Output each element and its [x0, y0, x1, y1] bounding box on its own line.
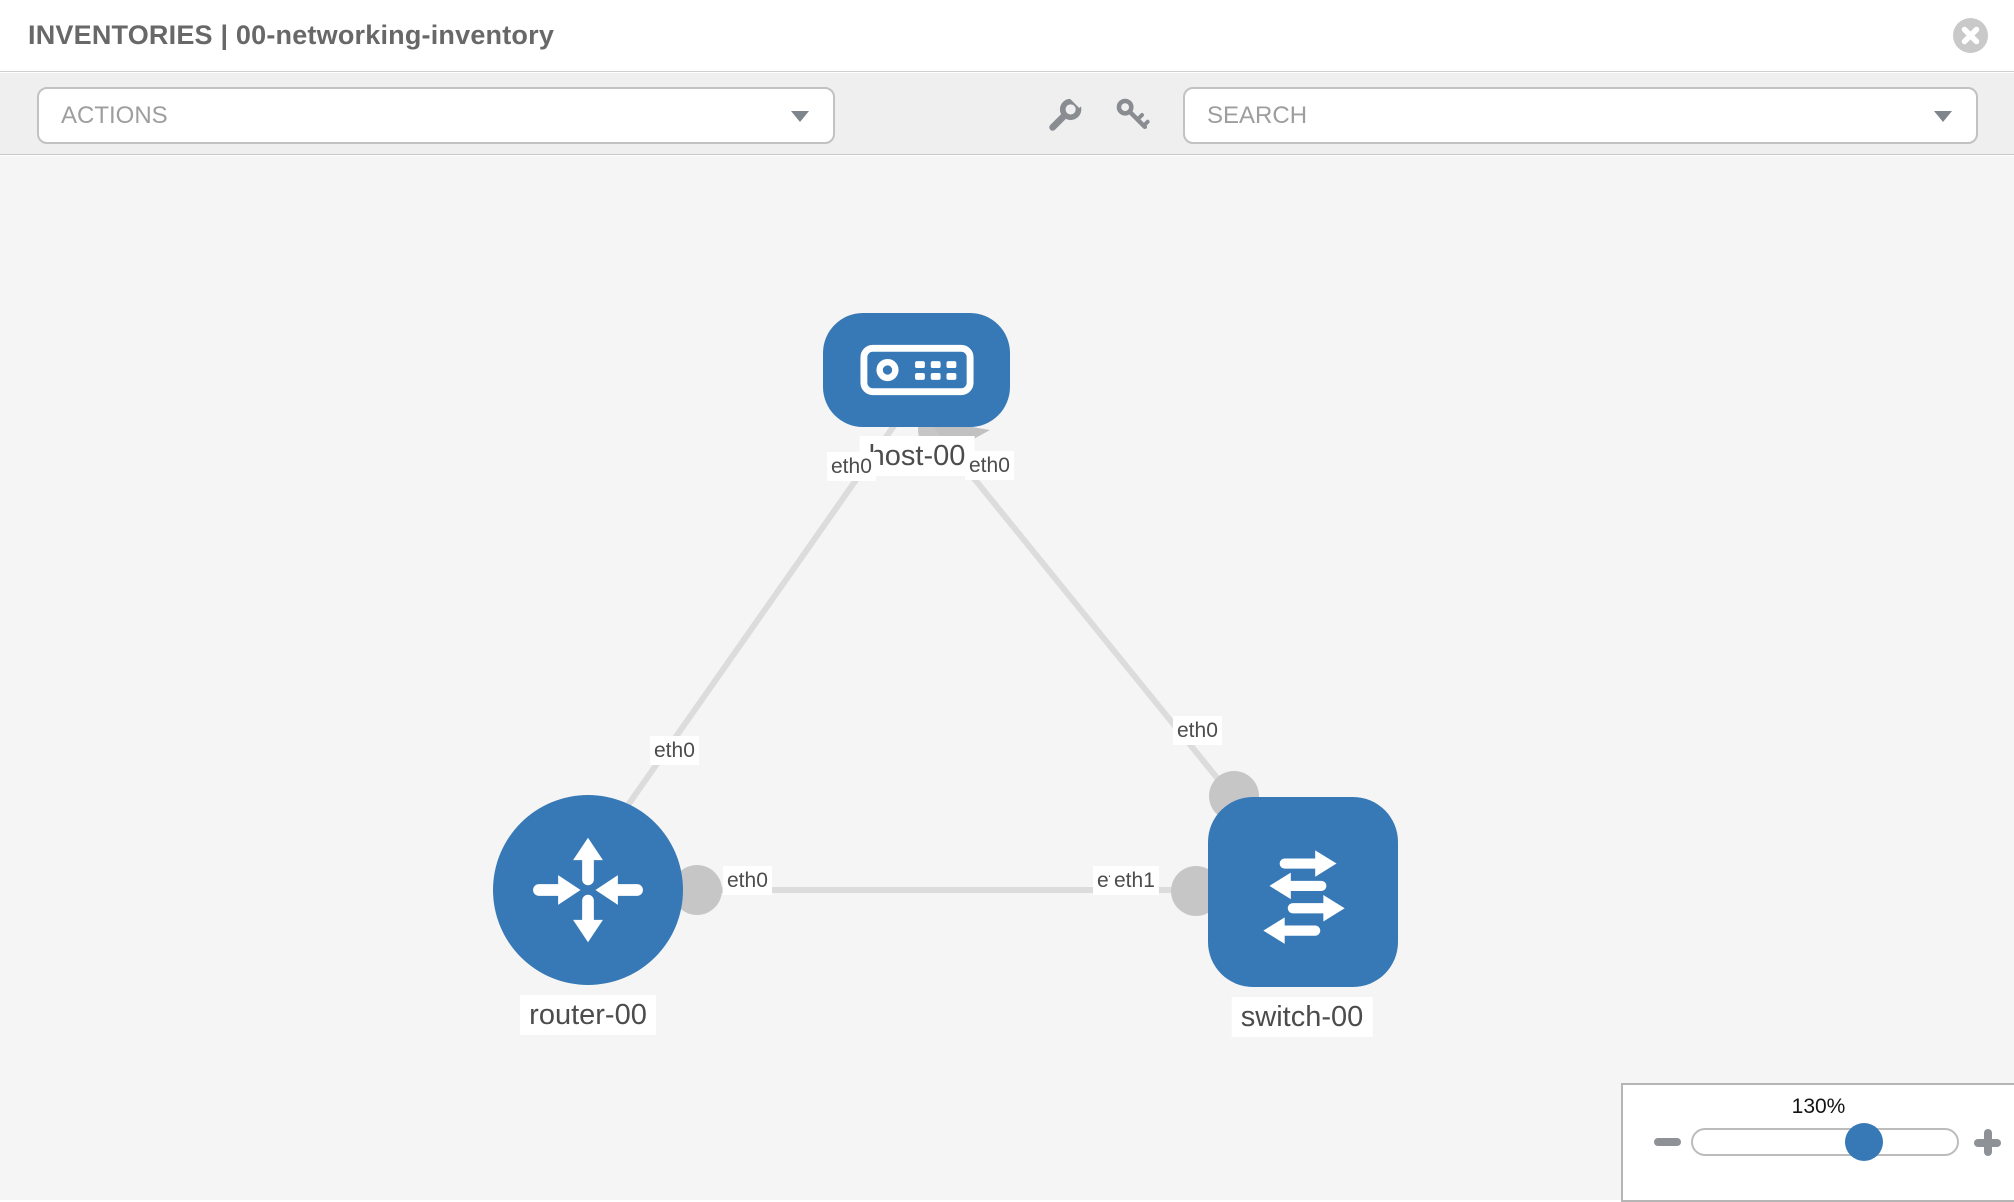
interface-label-host-eth0-left: eth0 [827, 452, 876, 482]
search-dropdown-label: SEARCH [1207, 101, 1308, 129]
interface-label-router-eth0-top: eth0 [650, 736, 699, 766]
actions-dropdown[interactable]: ACTIONS [37, 87, 835, 144]
zoom-slider-track[interactable] [1691, 1128, 1959, 1156]
interface-label-host-eth0-right: eth0 [965, 451, 1014, 481]
zoom-slider-knob[interactable] [1845, 1123, 1883, 1161]
interface-label-router-eth0-right: eth0 [723, 866, 772, 896]
search-dropdown[interactable]: SEARCH [1183, 87, 1978, 144]
node-router-00[interactable] [493, 795, 683, 985]
router-icon [533, 837, 643, 943]
topology-canvas[interactable] [0, 156, 2014, 1200]
page-title: INVENTORIES | 00-networking-inventory [28, 20, 555, 50]
node-switch-00[interactable] [1208, 797, 1398, 987]
link-host-router[interactable] [597, 418, 901, 847]
plus-bar-vertical [1984, 1129, 1992, 1156]
node-label-router: router-00 [520, 995, 656, 1036]
switch-icon [1263, 850, 1345, 944]
host-icon [859, 344, 974, 396]
interface-label-switch-overlap: eth0 eth1 [1093, 866, 1183, 896]
interface-circle-router[interactable] [672, 865, 722, 915]
key-icon[interactable] [1115, 97, 1151, 133]
toolbar: ACTIONS SEARCH [0, 73, 2014, 155]
interface-label-switch-eth1: eth1 [1110, 866, 1159, 896]
node-host-00[interactable] [823, 313, 1010, 427]
chevron-down-icon [1934, 110, 1952, 122]
close-icon [1961, 26, 1980, 45]
node-label-switch: switch-00 [1231, 997, 1373, 1038]
zoom-level-text: 130% [1791, 1095, 1846, 1118]
wrench-icon[interactable] [1047, 97, 1083, 133]
header: INVENTORIES | 00-networking-inventory [0, 0, 2014, 72]
zoom-in-button plus-icon[interactable] [1974, 1129, 2001, 1156]
zoom-out-button minus-icon[interactable] [1654, 1138, 1681, 1146]
zoom-panel: 130% [1621, 1083, 2014, 1202]
close-button[interactable] [1953, 18, 1988, 53]
chevron-down-icon [791, 110, 809, 122]
actions-dropdown-label: ACTIONS [61, 101, 168, 129]
node-label-host: host-00 [859, 436, 975, 477]
interface-label-switch-eth0-top: eth0 [1173, 716, 1222, 746]
